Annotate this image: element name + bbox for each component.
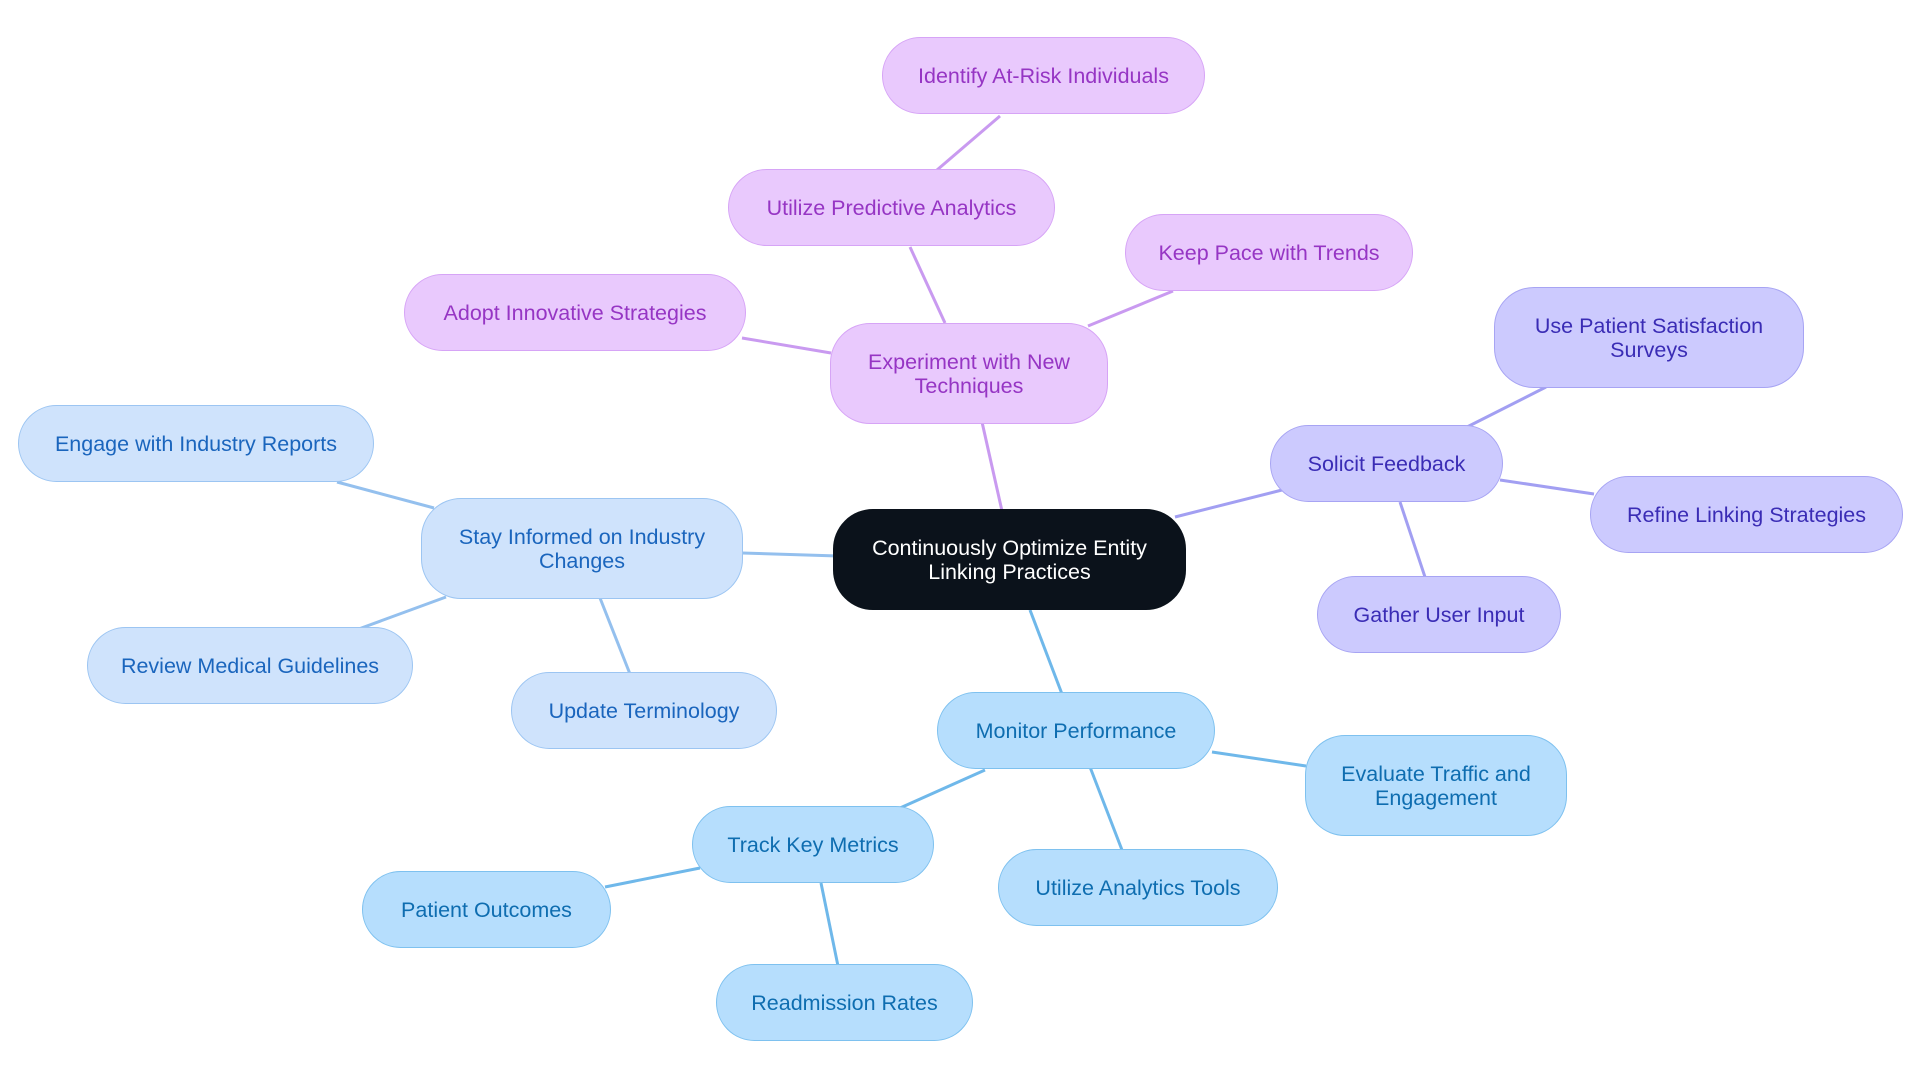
node-informed-label: Stay Informed on Industry Changes — [458, 524, 706, 573]
edge-metrics-outcomes — [604, 866, 701, 889]
edge-feedback-refine — [1499, 478, 1595, 496]
edge-experiment-innovative — [741, 336, 832, 355]
node-root-label: Continuously Optimize Entity Linking Pra… — [872, 535, 1147, 584]
node-readmission-label: Readmission Rates — [751, 990, 938, 1015]
node-at-risk: Identify At-Risk Individuals — [882, 37, 1205, 114]
edge-experiment-predictive — [908, 246, 947, 324]
edge-root-monitor — [1028, 609, 1064, 695]
node-experiment: Experiment with New Techniques — [830, 323, 1108, 424]
node-traffic-label: Evaluate Traffic and Engagement — [1341, 761, 1531, 810]
node-feedback: Solicit Feedback — [1270, 425, 1503, 502]
node-key-metrics-label: Track Key Metrics — [727, 832, 899, 857]
edge-root-feedback — [1174, 488, 1283, 519]
edge-monitor-metrics — [899, 768, 986, 810]
edge-feedback-surveys — [1466, 385, 1547, 429]
node-analytics-tools-label: Utilize Analytics Tools — [1035, 875, 1241, 900]
node-industry-reports-label: Engage with Industry Reports — [54, 431, 338, 456]
node-surveys: Use Patient Satisfaction Surveys — [1494, 287, 1804, 388]
edge-feedback-input — [1398, 501, 1427, 578]
node-terminology-label: Update Terminology — [548, 698, 740, 723]
node-patient-outcomes-label: Patient Outcomes — [401, 897, 572, 922]
node-monitor-label: Monitor Performance — [975, 718, 1177, 743]
edge-monitor-traffic — [1211, 750, 1307, 768]
node-innovative: Adopt Innovative Strategies — [404, 274, 746, 351]
node-at-risk-label: Identify At-Risk Individuals — [918, 63, 1169, 88]
node-experiment-label: Experiment with New Techniques — [868, 349, 1070, 398]
edge-metrics-readmission — [819, 882, 840, 967]
edge-experiment-trends — [1087, 289, 1174, 328]
node-analytics-tools: Utilize Analytics Tools — [998, 849, 1278, 926]
edge-informed-guidelines — [355, 595, 447, 632]
node-predictive-analytics: Utilize Predictive Analytics — [728, 169, 1055, 246]
edge-monitor-tools — [1088, 766, 1124, 851]
node-traffic: Evaluate Traffic and Engagement — [1305, 735, 1567, 836]
node-root: Continuously Optimize Entity Linking Pra… — [833, 509, 1186, 610]
node-user-input-label: Gather User Input — [1353, 602, 1525, 627]
node-industry-reports: Engage with Industry Reports — [18, 405, 374, 482]
node-trends-label: Keep Pace with Trends — [1158, 240, 1380, 265]
node-medical-guidelines: Review Medical Guidelines — [87, 627, 413, 704]
node-patient-outcomes: Patient Outcomes — [362, 871, 611, 948]
node-monitor: Monitor Performance — [937, 692, 1215, 769]
node-terminology: Update Terminology — [511, 672, 777, 749]
node-key-metrics: Track Key Metrics — [692, 806, 934, 883]
node-predictive-analytics-label: Utilize Predictive Analytics — [766, 195, 1017, 220]
edge-informed-terminology — [598, 597, 632, 675]
node-refine-label: Refine Linking Strategies — [1626, 502, 1867, 527]
node-refine: Refine Linking Strategies — [1590, 476, 1903, 553]
node-readmission: Readmission Rates — [716, 964, 973, 1041]
edge-predictive-atrisk — [936, 114, 1001, 172]
edge-root-experiment — [980, 421, 1004, 512]
node-informed: Stay Informed on Industry Changes — [421, 498, 743, 599]
node-trends: Keep Pace with Trends — [1125, 214, 1413, 291]
node-surveys-label: Use Patient Satisfaction Surveys — [1534, 313, 1764, 362]
node-innovative-label: Adopt Innovative Strategies — [443, 300, 707, 325]
node-feedback-label: Solicit Feedback — [1307, 451, 1466, 476]
node-user-input: Gather User Input — [1317, 576, 1561, 653]
edge-root-informed — [741, 551, 839, 558]
node-medical-guidelines-label: Review Medical Guidelines — [120, 653, 380, 678]
edge-informed-reports — [336, 480, 435, 510]
